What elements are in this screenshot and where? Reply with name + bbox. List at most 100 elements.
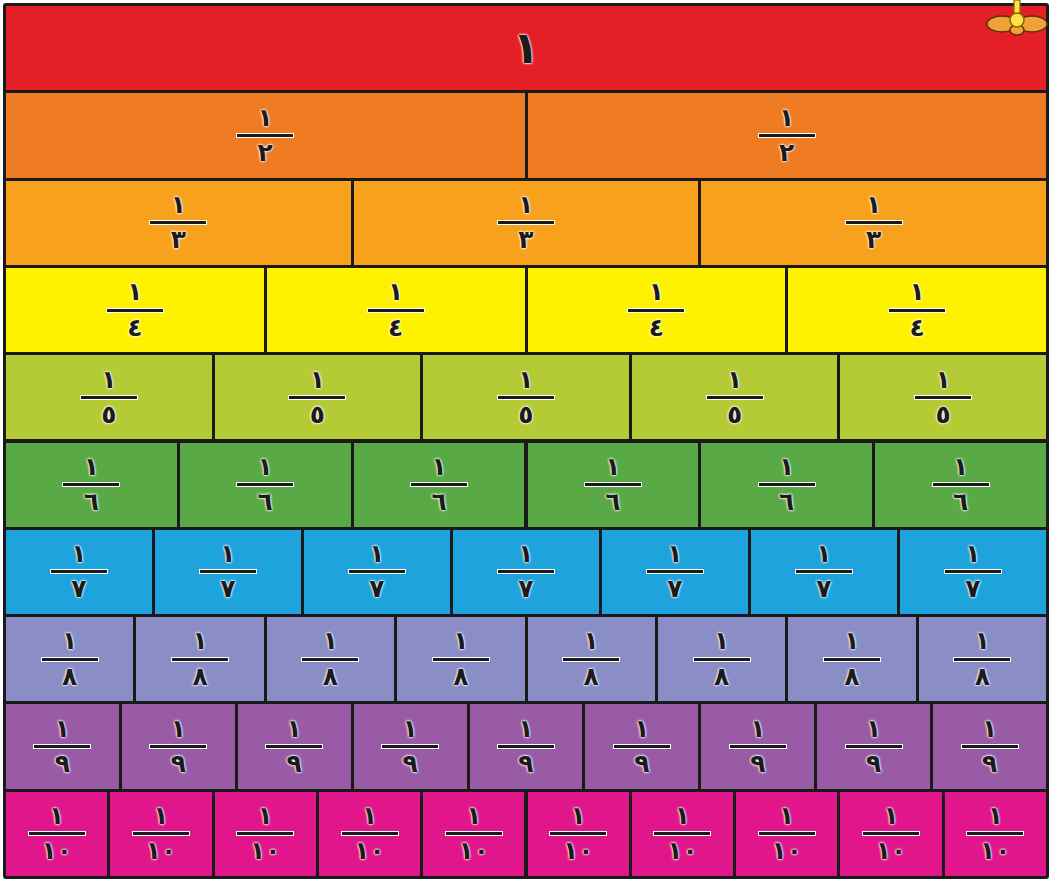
- numerator: ١: [667, 541, 682, 567]
- fraction-bar-piece: ١٨: [267, 617, 394, 701]
- fraction-line: [693, 657, 751, 662]
- numerator: ١: [953, 454, 968, 480]
- fraction-line: [706, 395, 764, 400]
- numerator: ١: [779, 105, 794, 131]
- numerator: ١: [883, 803, 898, 829]
- fraction-line: [653, 831, 711, 836]
- fraction-line: [199, 569, 257, 574]
- denominator: ٢: [258, 140, 273, 166]
- fraction-line: [497, 395, 555, 400]
- denominator: ٩: [634, 751, 649, 777]
- fraction-bar-piece: ١١٠: [632, 792, 733, 876]
- denominator: ٤: [127, 315, 142, 341]
- fraction-line: [729, 744, 787, 749]
- denominator: ٧: [220, 576, 235, 602]
- numerator: ١: [171, 716, 186, 742]
- fraction-line: [497, 569, 555, 574]
- fraction-line: [549, 831, 607, 836]
- fraction-line: [132, 831, 190, 836]
- numerator: ١: [649, 279, 664, 305]
- numerator: ١: [936, 367, 951, 393]
- fraction-bar-piece: ١٦: [180, 443, 351, 527]
- fraction-bar-piece: ١٧: [6, 530, 152, 614]
- denominator: ٥: [727, 402, 742, 428]
- propeller-icon: [986, 0, 1048, 36]
- denominator: ١٠: [563, 838, 594, 864]
- numerator: ١: [988, 803, 1003, 829]
- numerator: ١: [127, 279, 142, 305]
- fraction-bar-piece: ١٥: [215, 355, 421, 439]
- fraction-bar-piece: ١٧: [453, 530, 599, 614]
- fraction-bar-piece: ١٩: [238, 704, 351, 788]
- denominator: ٩: [866, 751, 881, 777]
- fraction-bar-piece: ١٨: [658, 617, 785, 701]
- numerator: ١: [153, 803, 168, 829]
- fraction-bar-piece: ١٩: [470, 704, 583, 788]
- numerator: ١: [779, 454, 794, 480]
- fraction-bar-piece: ١١٠: [319, 792, 420, 876]
- denominator: ٣: [866, 227, 881, 253]
- fraction-line: [367, 308, 425, 313]
- numerator: ١: [750, 716, 765, 742]
- numerator: ١: [518, 192, 533, 218]
- denominator: ٩: [55, 751, 70, 777]
- fraction-line: [584, 482, 642, 487]
- fraction-line: [50, 569, 108, 574]
- fraction-bar-piece: ١٥: [423, 355, 629, 439]
- denominator: ١٠: [771, 838, 802, 864]
- denominator: ١٠: [41, 838, 72, 864]
- fraction-bar-piece: ١٣: [354, 181, 699, 265]
- denominator: ١٠: [667, 838, 698, 864]
- fraction-line: [149, 220, 207, 225]
- fraction-line: [627, 308, 685, 313]
- denominator: ٩: [287, 751, 302, 777]
- numerator: ١: [909, 279, 924, 305]
- fraction-bar-piece: ١١٠: [6, 792, 107, 876]
- fraction-line: [845, 220, 903, 225]
- fraction-line: [381, 744, 439, 749]
- numerator: ١: [571, 803, 586, 829]
- numerator: ١: [71, 541, 86, 567]
- denominator: ١٠: [980, 838, 1011, 864]
- denominator: ١٠: [146, 838, 177, 864]
- numerator: ١: [866, 192, 881, 218]
- denominator: ١٠: [354, 838, 385, 864]
- denominator: ٣: [518, 227, 533, 253]
- numerator: ١: [844, 628, 859, 654]
- numerator: ١: [171, 192, 186, 218]
- numerator: ١: [675, 803, 690, 829]
- denominator: ١٠: [250, 838, 281, 864]
- fraction-line: [80, 395, 138, 400]
- fraction-bar-piece: ١٧: [304, 530, 450, 614]
- fraction-line: [236, 831, 294, 836]
- whole-label: ١: [513, 25, 540, 71]
- fraction-bar-piece: ١٤: [267, 268, 525, 352]
- numerator: ١: [431, 454, 446, 480]
- fraction-line: [341, 831, 399, 836]
- fraction-line: [966, 831, 1024, 836]
- denominator: ٥: [936, 402, 951, 428]
- fraction-line: [758, 133, 816, 138]
- numerator: ١: [965, 541, 980, 567]
- numerator: ١: [816, 541, 831, 567]
- fraction-bar-piece: ١٤: [788, 268, 1046, 352]
- fraction-line: [236, 133, 294, 138]
- fraction-line: [758, 482, 816, 487]
- fraction-bar-piece: ١٦: [6, 443, 177, 527]
- fraction-line: [41, 657, 99, 662]
- fraction-line: [953, 657, 1011, 662]
- denominator: ٩: [171, 751, 186, 777]
- numerator: ١: [453, 628, 468, 654]
- numerator: ١: [287, 716, 302, 742]
- fraction-line: [171, 657, 229, 662]
- fraction-line: [961, 744, 1019, 749]
- fraction-bar-piece: ١٩: [817, 704, 930, 788]
- numerator: ١: [866, 716, 881, 742]
- numerator: ١: [714, 628, 729, 654]
- fraction-bar-piece: ١٥: [632, 355, 838, 439]
- numerator: ١: [62, 628, 77, 654]
- fraction-line: [28, 831, 86, 836]
- denominator: ٧: [816, 576, 831, 602]
- fraction-wall: ١١٢١٢١٣١٣١٣١٤١٤١٤١٤١٥١٥١٥١٥١٥١٦١٦١٦١٦١٦١…: [3, 3, 1049, 879]
- fraction-bar-piece: ١١٠: [840, 792, 941, 876]
